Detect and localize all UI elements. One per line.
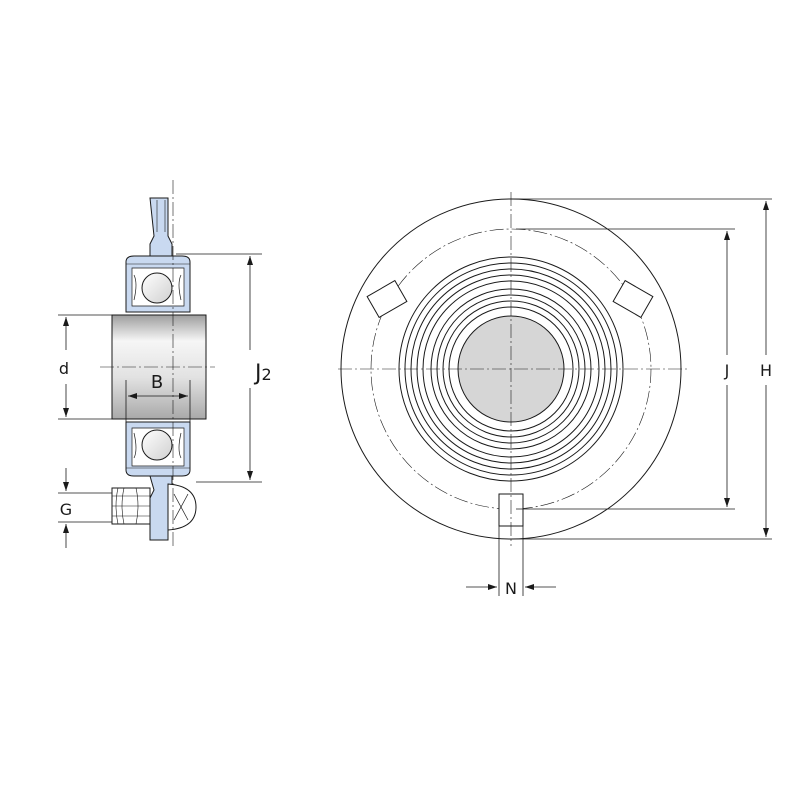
bolt-slot-right [612, 279, 654, 319]
lower-flange [149, 475, 173, 541]
bolt-slot-left [366, 279, 408, 319]
dim-label-J2: J2 [253, 361, 272, 386]
upper-ball [141, 272, 173, 304]
side-section-view [100, 180, 215, 548]
dim-label-J: J [724, 361, 730, 380]
dim-label-G: G [60, 500, 72, 519]
dim-label-d: d [59, 359, 69, 378]
dim-label-H: H [760, 361, 772, 380]
dim-label-B: B [151, 372, 163, 393]
dim-label-N: N [505, 579, 517, 598]
lower-ball [141, 429, 173, 461]
front-view [338, 192, 688, 546]
side-dimensions [58, 253, 262, 548]
upper-flange [149, 197, 173, 259]
front-dimensions [466, 198, 772, 596]
lock-collar [167, 483, 197, 531]
